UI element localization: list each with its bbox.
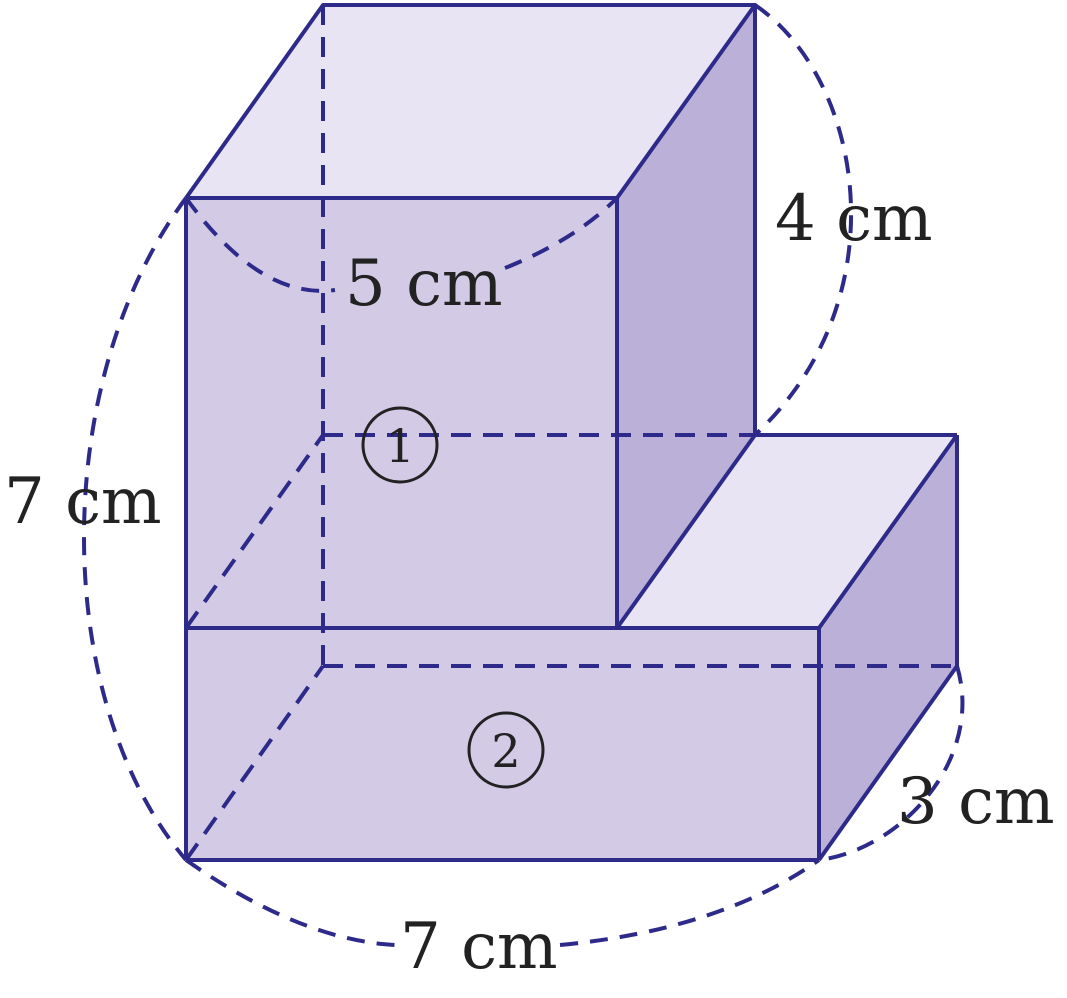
lower-block-side-face [819, 435, 957, 860]
part-2-marker: 2 [467, 711, 545, 789]
arc-depth [818, 665, 965, 862]
arc-height-top [753, 3, 854, 437]
lower-block-front-face [186, 628, 819, 860]
arc-width-bottom [184, 858, 396, 947]
label-height-top: 4 cm [775, 182, 933, 256]
lower-top-depth-edge [817, 433, 959, 630]
hidden-edge-bottom-depth [184, 664, 325, 862]
arc-width-bottom-right [559, 858, 821, 947]
part-2-circle [467, 711, 545, 789]
label-width-bottom: 7 cm [400, 910, 558, 984]
upper-block-side-face [617, 5, 755, 628]
arc-height-total [82, 196, 188, 862]
lower-block-top-face [617, 435, 957, 628]
lower-bottom-depth-edge [817, 664, 959, 862]
arc-width-top [184, 196, 336, 293]
upper-block-top-face [186, 5, 755, 198]
step-depth-edge [615, 433, 757, 630]
hidden-edge-mid-depth [184, 433, 325, 630]
dimension-labels: 5 cm 4 cm 7 cm 7 cm 3 cm [4, 182, 1055, 984]
arc-width-top-right [504, 196, 619, 270]
label-width-top: 5 cm [345, 247, 503, 321]
prism-faces [186, 5, 957, 860]
hidden-edges [184, 5, 957, 862]
upper-block-front-face [186, 198, 617, 628]
label-height-total: 7 cm [4, 465, 162, 539]
dimension-arcs [82, 3, 965, 947]
part-markers: 1 2 [361, 406, 545, 789]
part-1-marker: 1 [361, 406, 439, 484]
label-depth: 3 cm [897, 765, 1055, 839]
part-1-number: 1 [385, 419, 414, 473]
visible-edges [184, 3, 959, 862]
part-2-number: 2 [491, 724, 520, 778]
part-1-circle [361, 406, 439, 484]
